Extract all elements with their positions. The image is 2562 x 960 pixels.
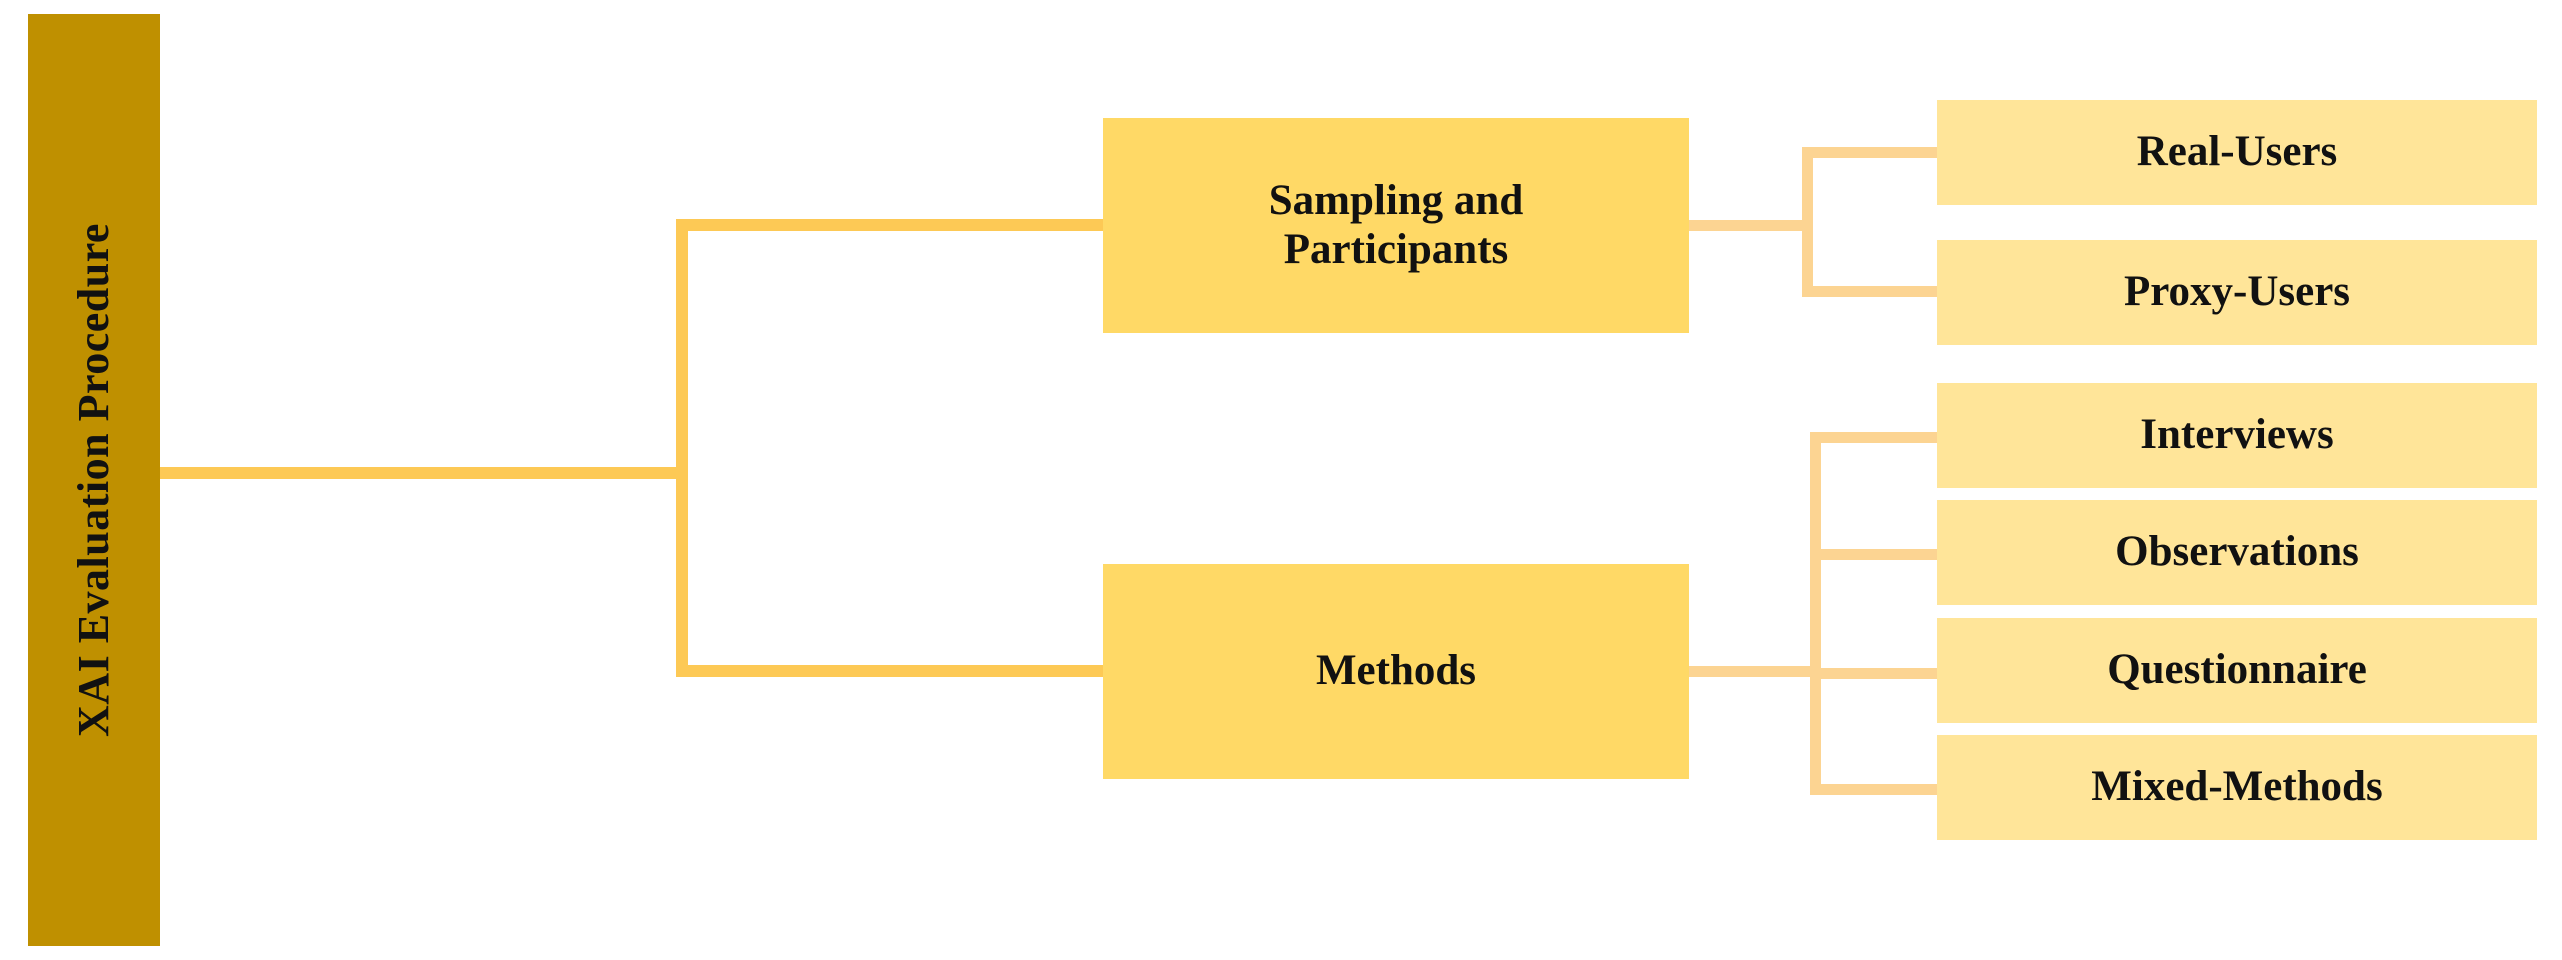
connector-methods-spine — [1810, 432, 1821, 795]
leaf-node-observations[interactable]: Observations — [1937, 500, 2537, 605]
leaf-node-proxy-users[interactable]: Proxy-Users — [1937, 240, 2537, 345]
connector-to-real-users — [1802, 147, 1938, 158]
leaf-node-label: Proxy-Users — [2123, 268, 2351, 316]
leaf-node-label: Interviews — [2140, 411, 2334, 459]
connector-root-stem — [160, 467, 688, 479]
leaf-node-interviews[interactable]: Interviews — [1937, 383, 2537, 488]
leaf-node-label: Observations — [2115, 528, 2359, 576]
leaf-node-label: Questionnaire — [2107, 646, 2367, 694]
connector-to-sampling — [676, 219, 1106, 231]
leaf-node-label: Real-Users — [2136, 128, 2338, 176]
connector-to-interviews — [1810, 432, 1938, 443]
connector-to-mixed-methods — [1810, 784, 1938, 795]
leaf-node-label: Mixed-Methods — [2091, 763, 2383, 811]
connector-sampling-spine — [1802, 147, 1813, 297]
connector-to-observations — [1810, 549, 1938, 560]
root-node-xai-evaluation-procedure[interactable]: XAI Evaluation Procedure — [28, 14, 160, 946]
branch-node-label: Methods — [1315, 647, 1477, 695]
connector-to-methods — [676, 665, 1106, 677]
connector-trunk-spine — [676, 219, 688, 677]
branch-node-methods[interactable]: Methods — [1103, 564, 1689, 779]
leaf-node-real-users[interactable]: Real-Users — [1937, 100, 2537, 205]
branch-node-label: Sampling and Participants — [1269, 177, 1524, 273]
connector-methods-stem — [1689, 666, 1813, 677]
connector-sampling-stem — [1689, 220, 1813, 231]
leaf-node-mixed-methods[interactable]: Mixed-Methods — [1937, 735, 2537, 840]
connector-to-proxy-users — [1802, 286, 1938, 297]
branch-node-sampling-and-participants[interactable]: Sampling and Participants — [1103, 118, 1689, 333]
leaf-node-questionnaire[interactable]: Questionnaire — [1937, 618, 2537, 723]
connector-to-questionnaire — [1810, 668, 1938, 679]
root-node-label: XAI Evaluation Procedure — [69, 223, 119, 737]
branch-node-label-line-2: Participants — [1283, 225, 1509, 273]
branch-node-label-line-1: Sampling and — [1268, 177, 1524, 225]
